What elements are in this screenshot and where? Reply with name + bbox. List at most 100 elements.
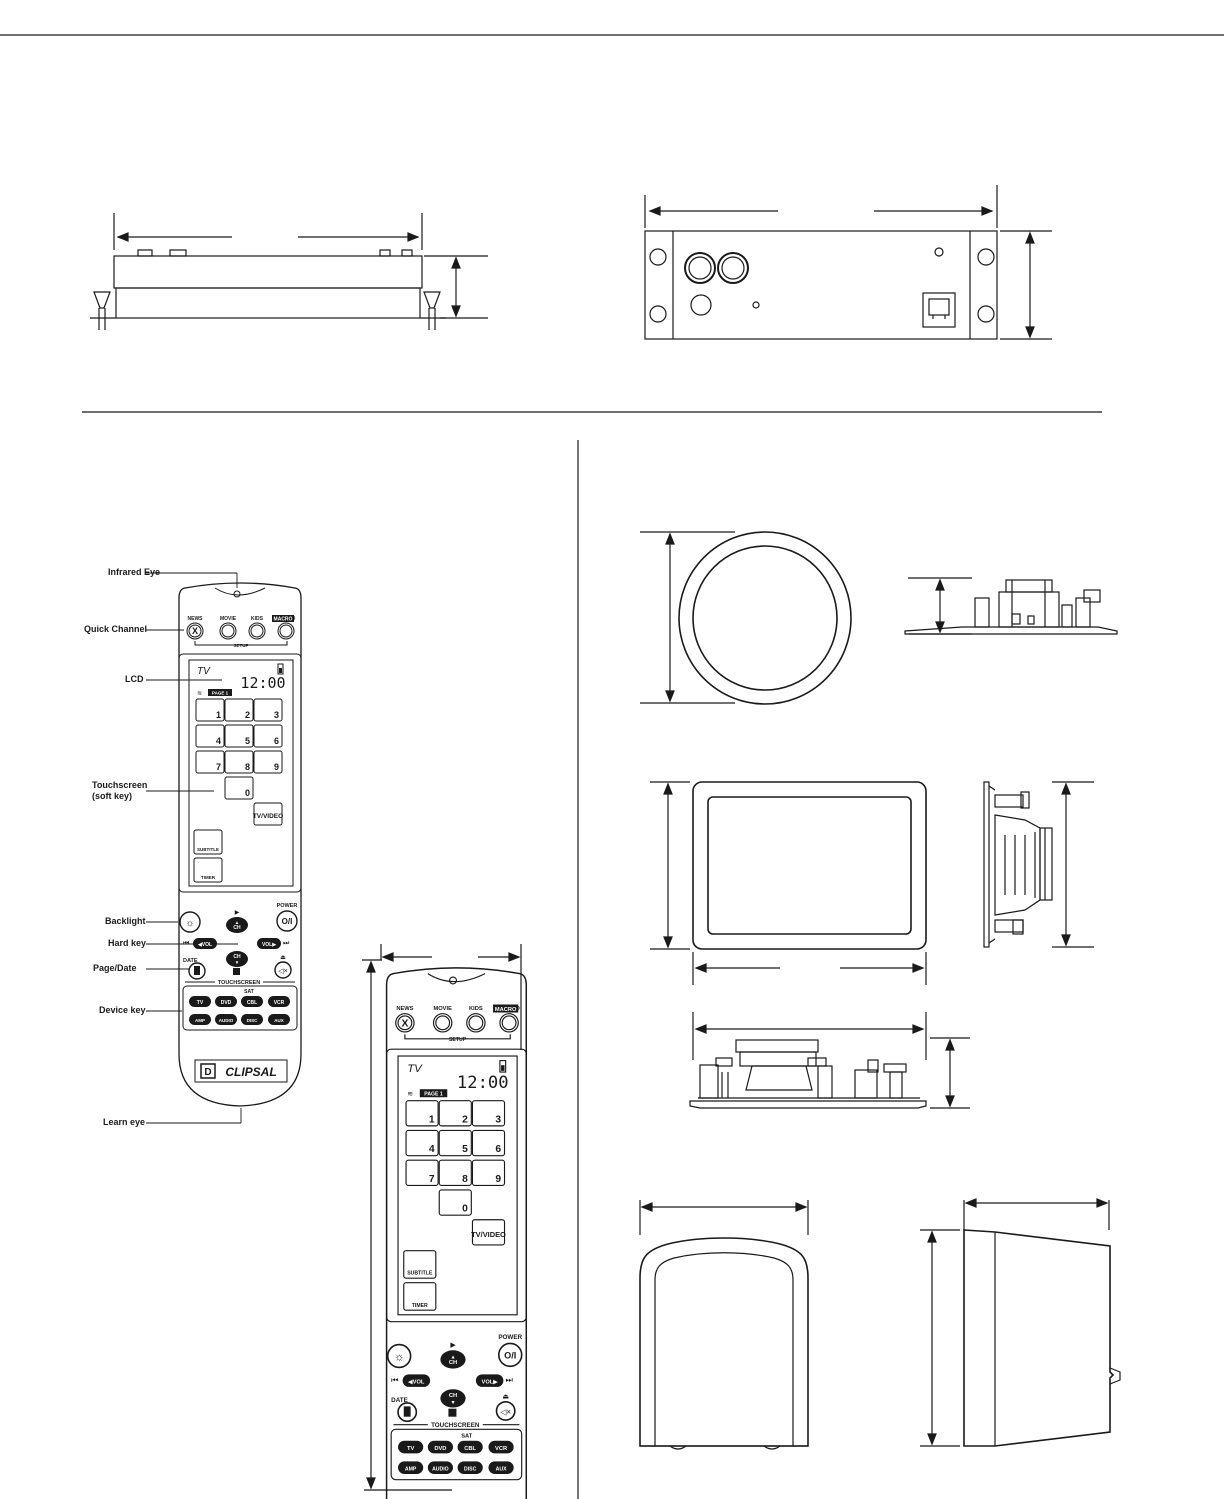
round-speaker-front (640, 531, 852, 705)
soft-number-label: 2 (462, 1114, 468, 1125)
channel-up-arrow: ▲ (235, 920, 239, 925)
device-key-label: AMP (405, 1467, 417, 1473)
channel-up-arrow: ▲ (450, 1354, 455, 1360)
callout-leaders (146, 572, 242, 1124)
infrared-eye-icon (233, 590, 241, 598)
callout-device-key: Device key (99, 1005, 146, 1015)
device-key-label: CBL (464, 1446, 476, 1452)
mute-icon: ◁× (278, 968, 287, 975)
soft-number-label: 4 (216, 736, 221, 746)
callout-learn-eye: Learn eye (103, 1117, 146, 1127)
quick-key-button (186, 622, 204, 640)
macro-badge (272, 615, 294, 622)
soft-number-key (471, 1100, 506, 1127)
lcd-screen (188, 659, 294, 887)
callout-lcd: LCD (125, 674, 144, 684)
soft-number-key (438, 1159, 472, 1186)
page-date-button (188, 962, 206, 980)
quick-key-label: NEWS (396, 1006, 413, 1012)
soft-number-label: 7 (429, 1174, 435, 1185)
touchscreen-label: TOUCHSCREEN (218, 980, 260, 986)
controller-front-panel (644, 185, 1052, 340)
page-date-icon (403, 1406, 411, 1417)
quick-key-button (219, 622, 237, 640)
remote-dimension-lines (362, 944, 522, 1491)
clipsal-logo-glyph: D (204, 1067, 211, 1078)
soft-number-key (438, 1189, 472, 1216)
device-key-panel (390, 1428, 523, 1481)
soft-number-label: 4 (429, 1144, 435, 1155)
signal-icon: ≋ (407, 1091, 413, 1098)
subtitle-label: SUBTITLE (407, 1271, 433, 1277)
news-key-glyph: X (192, 626, 198, 636)
macro-label: MACRO (274, 617, 293, 623)
infrared-eye-icon (448, 976, 457, 985)
clipsal-logo-icon (200, 1063, 216, 1079)
device-key-label: DISC (247, 1018, 259, 1023)
eject-icon: ⏏ (280, 955, 286, 961)
device-key (427, 1461, 453, 1474)
device-key (215, 996, 237, 1007)
device-key-label: DVD (221, 1000, 232, 1006)
ch-down-label: CH (233, 954, 241, 960)
signal-icon: ≋ (197, 691, 202, 697)
ch-up-label: CH (449, 1360, 457, 1366)
power-button (497, 1342, 523, 1368)
device-key-label: AUDIO (219, 1018, 234, 1023)
tv-video-key (253, 802, 283, 826)
soft-number-key (224, 698, 254, 722)
soft-number-key (195, 724, 225, 748)
device-key (398, 1461, 424, 1474)
soft-number-key (195, 698, 225, 722)
device-key-panel (182, 985, 298, 1031)
channel-down-arrow: ▼ (235, 960, 239, 965)
device-key-label: CBL (247, 1000, 257, 1006)
subtitle-key (403, 1250, 437, 1279)
backlight-button (386, 1343, 412, 1369)
soft-number-key (405, 1129, 439, 1157)
soft-number-label: 0 (245, 788, 250, 798)
channel-down-button (440, 1389, 466, 1408)
page-date-button (397, 1402, 418, 1423)
quick-key-label: NEWS (188, 616, 204, 622)
power-label: POWER (498, 1334, 522, 1341)
callout-quick-channel: Quick Channel (84, 624, 148, 634)
soft-number-key (438, 1129, 472, 1157)
setup-bracket (404, 1034, 511, 1040)
rect-speaker-bottom-view (689, 1012, 970, 1109)
play-icon: ▶ (450, 1342, 456, 1349)
soft-number-label: 2 (245, 710, 250, 720)
volume-down-button (402, 1374, 431, 1387)
soft-number-key (405, 1159, 439, 1186)
soft-number-label: 1 (429, 1114, 435, 1125)
date-label: DATE (391, 1397, 408, 1404)
page-badge (419, 1089, 448, 1098)
quick-key-label: KIDS (469, 1006, 483, 1012)
volume-down-button (193, 938, 217, 949)
quick-key-label: MOVIE (220, 616, 237, 622)
channel-up-button (226, 917, 248, 933)
brand-name: CLIPSAL (225, 1065, 276, 1079)
stop-icon (448, 1408, 457, 1417)
device-key (488, 1440, 514, 1454)
quick-key-button (395, 1013, 415, 1033)
tv-video-label: TV/VIDEO (253, 813, 283, 820)
volume-up-button (257, 938, 281, 949)
timer-key (403, 1282, 437, 1311)
callout-infrared-eye: Infrared Eye (108, 567, 161, 577)
device-key-label: AUX (274, 1018, 284, 1023)
soft-number-label: 1 (216, 710, 221, 720)
soft-number-label: 9 (274, 762, 279, 772)
soft-number-key (471, 1159, 506, 1186)
timer-label: TIMER (412, 1303, 428, 1309)
device-key (189, 1014, 211, 1025)
sat-label: SAT (244, 989, 254, 995)
quick-key-ring (188, 624, 202, 638)
device-key (268, 996, 290, 1007)
soft-number-label: 6 (274, 736, 279, 746)
soft-number-key (405, 1100, 439, 1127)
setup-label: SETUP (233, 643, 248, 648)
subtitle-key (193, 829, 223, 855)
eject-icon: ⏏ (502, 1393, 508, 1400)
